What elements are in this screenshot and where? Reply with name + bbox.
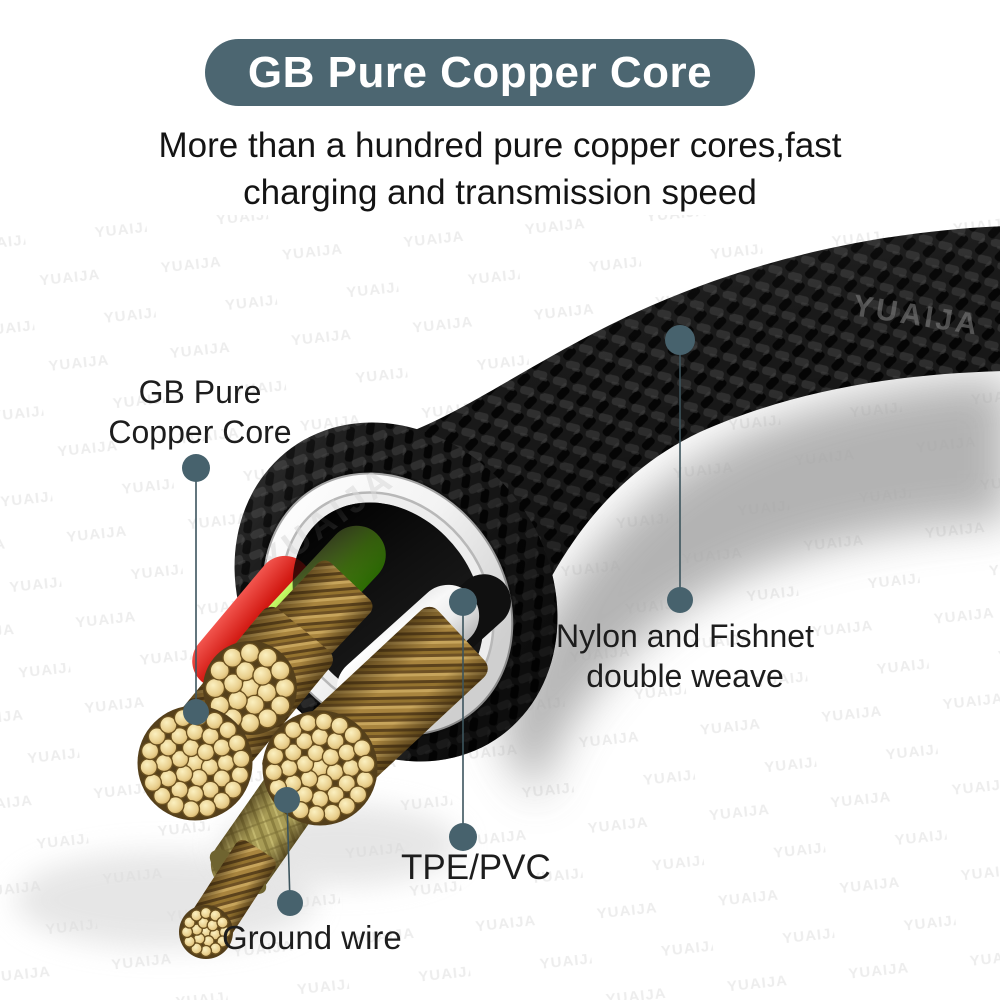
callout-dot [667, 587, 693, 613]
nylon-label-line1: Nylon and Fishnet [556, 618, 814, 654]
ground-wire-face [179, 905, 233, 959]
callout-nylon-weave-label: Nylon and Fishnet double weave [519, 616, 851, 696]
callout-copper-core-marker [182, 454, 210, 725]
copper-bundle-face-left [137, 705, 253, 821]
copper-core-label-line1: GB Pure [138, 374, 262, 410]
callout-copper-core-label: GB Pure Copper Core [78, 372, 322, 452]
callout-dot [183, 699, 209, 725]
callout-markers [182, 325, 695, 916]
subtitle-line1: More than a hundred pure copper cores,fa… [158, 126, 842, 165]
callout-ground-wire-label: Ground wire [222, 919, 402, 956]
subtitle-line2: charging and transmission speed [243, 173, 757, 212]
callout-dot [449, 823, 477, 851]
feature-subtitle: More than a hundred pure copper cores,fa… [0, 122, 1000, 216]
callout-ground-marker [274, 787, 303, 916]
callout-dot [182, 454, 210, 482]
callout-dot [274, 787, 300, 813]
copper-core-label-line2: Copper Core [108, 414, 292, 450]
callout-nylon-marker [665, 325, 695, 613]
callout-dot [277, 890, 303, 916]
callout-dot [665, 325, 695, 355]
callout-tpe-marker [449, 588, 477, 851]
callout-dot [449, 588, 477, 616]
nylon-label-line2: double weave [586, 658, 784, 694]
cable-shadow [500, 377, 1000, 800]
callout-tpe-pvc-label: TPE/PVC [401, 848, 551, 887]
feature-banner-title: GB Pure Copper Core [247, 47, 713, 97]
feature-banner: GB Pure Copper Core [205, 39, 755, 106]
